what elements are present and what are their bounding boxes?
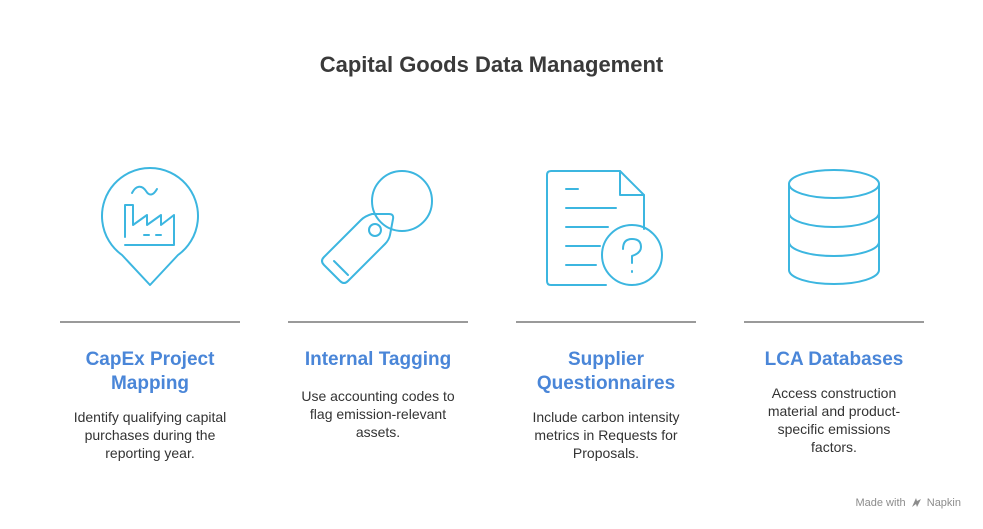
step-description: Include carbon intensity metrics in Requ… <box>532 409 680 461</box>
napkin-branding[interactable]: Made with Napkin <box>855 497 961 511</box>
step-title: CapEx Project Mapping <box>85 349 215 394</box>
page-title: Capital Goods Data Management <box>319 52 664 77</box>
document-question-icon <box>516 165 696 290</box>
step-title: Supplier Questionnaires <box>536 349 676 394</box>
step-internal-tagging: Internal Tagging Use accounting codes to… <box>288 0 468 529</box>
factory-location-pin-icon <box>60 165 240 290</box>
step-description: Identify qualifying capital purchases du… <box>73 409 227 461</box>
divider <box>744 321 924 323</box>
step-lca-databases: LCA Databases Access construction materi… <box>744 0 924 529</box>
tag-icon <box>288 165 468 290</box>
step-description: Use accounting codes to flag emission-re… <box>301 388 455 440</box>
divider <box>60 321 240 323</box>
divider <box>288 321 468 323</box>
step-capex-project-mapping: CapEx Project Mapping Identify qualifyin… <box>60 0 240 529</box>
database-icon <box>744 165 924 290</box>
divider <box>516 321 696 323</box>
made-with-label: Made with <box>855 497 906 509</box>
step-supplier-questionnaires: Supplier Questionnaires Include carbon i… <box>516 0 696 529</box>
step-description: Access construction material and product… <box>767 385 901 455</box>
napkin-label: Napkin <box>926 497 961 509</box>
step-title: LCA Databases <box>764 349 904 370</box>
napkin-logo-icon <box>911 497 922 511</box>
step-title: Internal Tagging <box>304 349 452 370</box>
